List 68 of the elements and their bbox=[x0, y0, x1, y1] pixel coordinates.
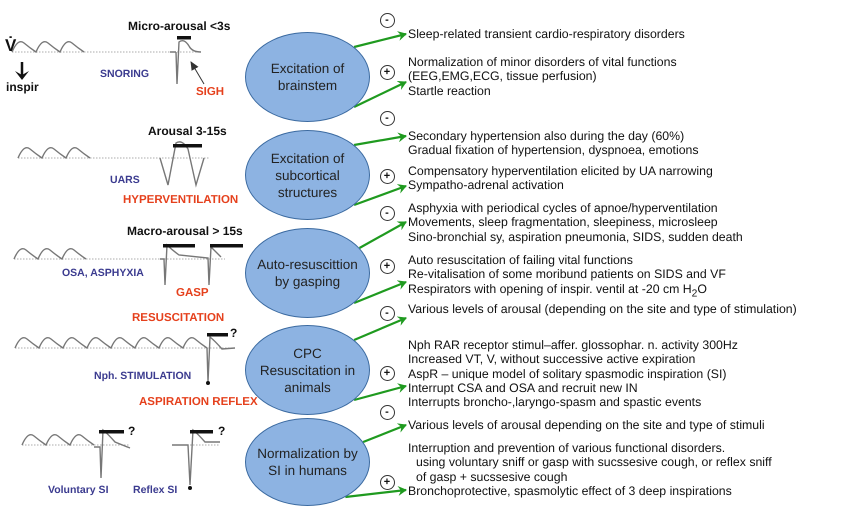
waveform-label: ? bbox=[128, 424, 136, 438]
edge-label: + bbox=[380, 64, 394, 80]
outcome-text: Interrupt CSA and OSA and recruit new IN bbox=[408, 380, 639, 396]
outcome-text: Sleep-related transient cardio-respiratory disorders bbox=[408, 27, 686, 42]
outcome-text: Respirators with opening of inspir. ventil at -20 cm H$_{2}$O bbox=[408, 282, 708, 302]
outcome-text: Secondary hypertension also during the day (60%) bbox=[408, 129, 686, 144]
process-ellipse: Excitation of subcortical structures bbox=[245, 130, 370, 220]
arrow bbox=[362, 423, 407, 444]
edge-label: + bbox=[380, 258, 394, 274]
arrow bbox=[354, 184, 407, 206]
waveform-label: Reflex SI bbox=[133, 484, 178, 496]
edge-label: - bbox=[380, 110, 394, 126]
outcome-text: Interrupts broncho-,laryngo-spasm and spastic events bbox=[408, 395, 702, 410]
leader-line bbox=[190, 61, 204, 84]
outcome-text: Movements, sleep fragmentation, sleepiness, microsleep bbox=[408, 215, 719, 230]
waveform-label: V̇ bbox=[5, 36, 16, 56]
process-ellipse: Auto-resuscittion by gasping bbox=[245, 228, 370, 318]
waveform-label: ASPIRATION REFLEX bbox=[139, 396, 258, 408]
outcome-text: Increased VT, V, without successive active expiration bbox=[408, 352, 696, 367]
waveform-label: RESUSCITATION bbox=[132, 312, 224, 324]
edge-label: - bbox=[380, 12, 394, 28]
outcome-text: Interruption and prevention of various functional disorders. bbox=[408, 441, 726, 456]
arrow bbox=[358, 221, 407, 249]
edge-label: + bbox=[380, 474, 394, 490]
arrow bbox=[354, 80, 407, 108]
outcome-text: Various levels of arousal (depending on the site and type of stimulation) bbox=[408, 302, 798, 316]
edge-label: + bbox=[380, 366, 394, 380]
outcome-text: Various levels of arousal depending on the site and type of stimuli bbox=[408, 418, 766, 432]
arrow bbox=[354, 31, 407, 48]
waveform-label: HYPERVENTILATION bbox=[123, 194, 238, 206]
edge-label: - bbox=[380, 206, 394, 220]
outcome-text: Startle reaction bbox=[408, 84, 492, 98]
waveform-label: Nph. STIMULATION bbox=[94, 370, 192, 382]
waveform-label: OSA, ASPHYXIA bbox=[62, 267, 144, 279]
arrow bbox=[345, 486, 407, 498]
process-ellipse: Normalization by SI in humans bbox=[245, 418, 370, 506]
waveform-label: ? bbox=[218, 424, 226, 438]
outcome-text: Nph RAR receptor stimul–affer. glossophar. n. activity 300Hz bbox=[408, 338, 739, 352]
waveform-label: GASP bbox=[176, 287, 209, 299]
waveform-label: SIGH bbox=[196, 86, 224, 98]
outcome-text: Auto resuscitation of failing vital functions bbox=[408, 253, 634, 268]
process-ellipse: Excitation of brainstem bbox=[245, 32, 370, 122]
edge-label: + bbox=[380, 168, 394, 184]
waveform-label: Macro-arousal > 15s bbox=[127, 224, 243, 238]
arrow bbox=[354, 132, 407, 146]
outcome-text: using voluntary sniff or gasp with sucssesive cough, or reflex sniff of gasp + sucssesive cough bbox=[415, 455, 773, 484]
arrow bbox=[354, 316, 407, 342]
waveform-label: inspir bbox=[6, 80, 39, 94]
outcome-text: Bronchoprotective, spasmolytic effect of 3 deep inspirations bbox=[408, 484, 733, 498]
edge-label: - bbox=[380, 306, 394, 320]
outcome-text: Normalization of minor disorders of vital functions (EEG,EMG,ECG, tissue perfusion) bbox=[408, 55, 678, 84]
waveform-spike bbox=[175, 40, 190, 85]
outcome-text: Asphyxia with periodical cycles of apnoe/hyperventilation bbox=[408, 201, 719, 216]
waveform-label: UARS bbox=[110, 174, 140, 186]
outcome-text: Gradual fixation of hypertension, dyspnoea, emotions bbox=[408, 143, 700, 158]
outcome-text: Compensatory hyperventilation elicited by UA narrowing bbox=[408, 164, 714, 178]
waveform-label: ? bbox=[230, 326, 238, 340]
outcome-text: Sympatho-adrenal activation bbox=[408, 178, 565, 193]
waveform-label: Arousal 3-15s bbox=[148, 124, 227, 138]
outcome-text: AspR – unique model of solitary spasmodic inspiration (SI) bbox=[408, 366, 728, 381]
outcome-text: Re-vitalisation of some moribund patients on SIDS and VF bbox=[408, 267, 727, 282]
arrow bbox=[354, 280, 407, 304]
arrow bbox=[354, 383, 407, 402]
waveform-label: SNORING bbox=[100, 68, 150, 80]
waveform-label: Micro-arousal <3s bbox=[128, 19, 230, 33]
outcome-text: Sino-bronchial sy, aspiration pneumonia, SIDS, sudden death bbox=[408, 230, 744, 244]
waveform-label: Voluntary SI bbox=[48, 484, 108, 496]
edge-label: - bbox=[380, 404, 394, 420]
